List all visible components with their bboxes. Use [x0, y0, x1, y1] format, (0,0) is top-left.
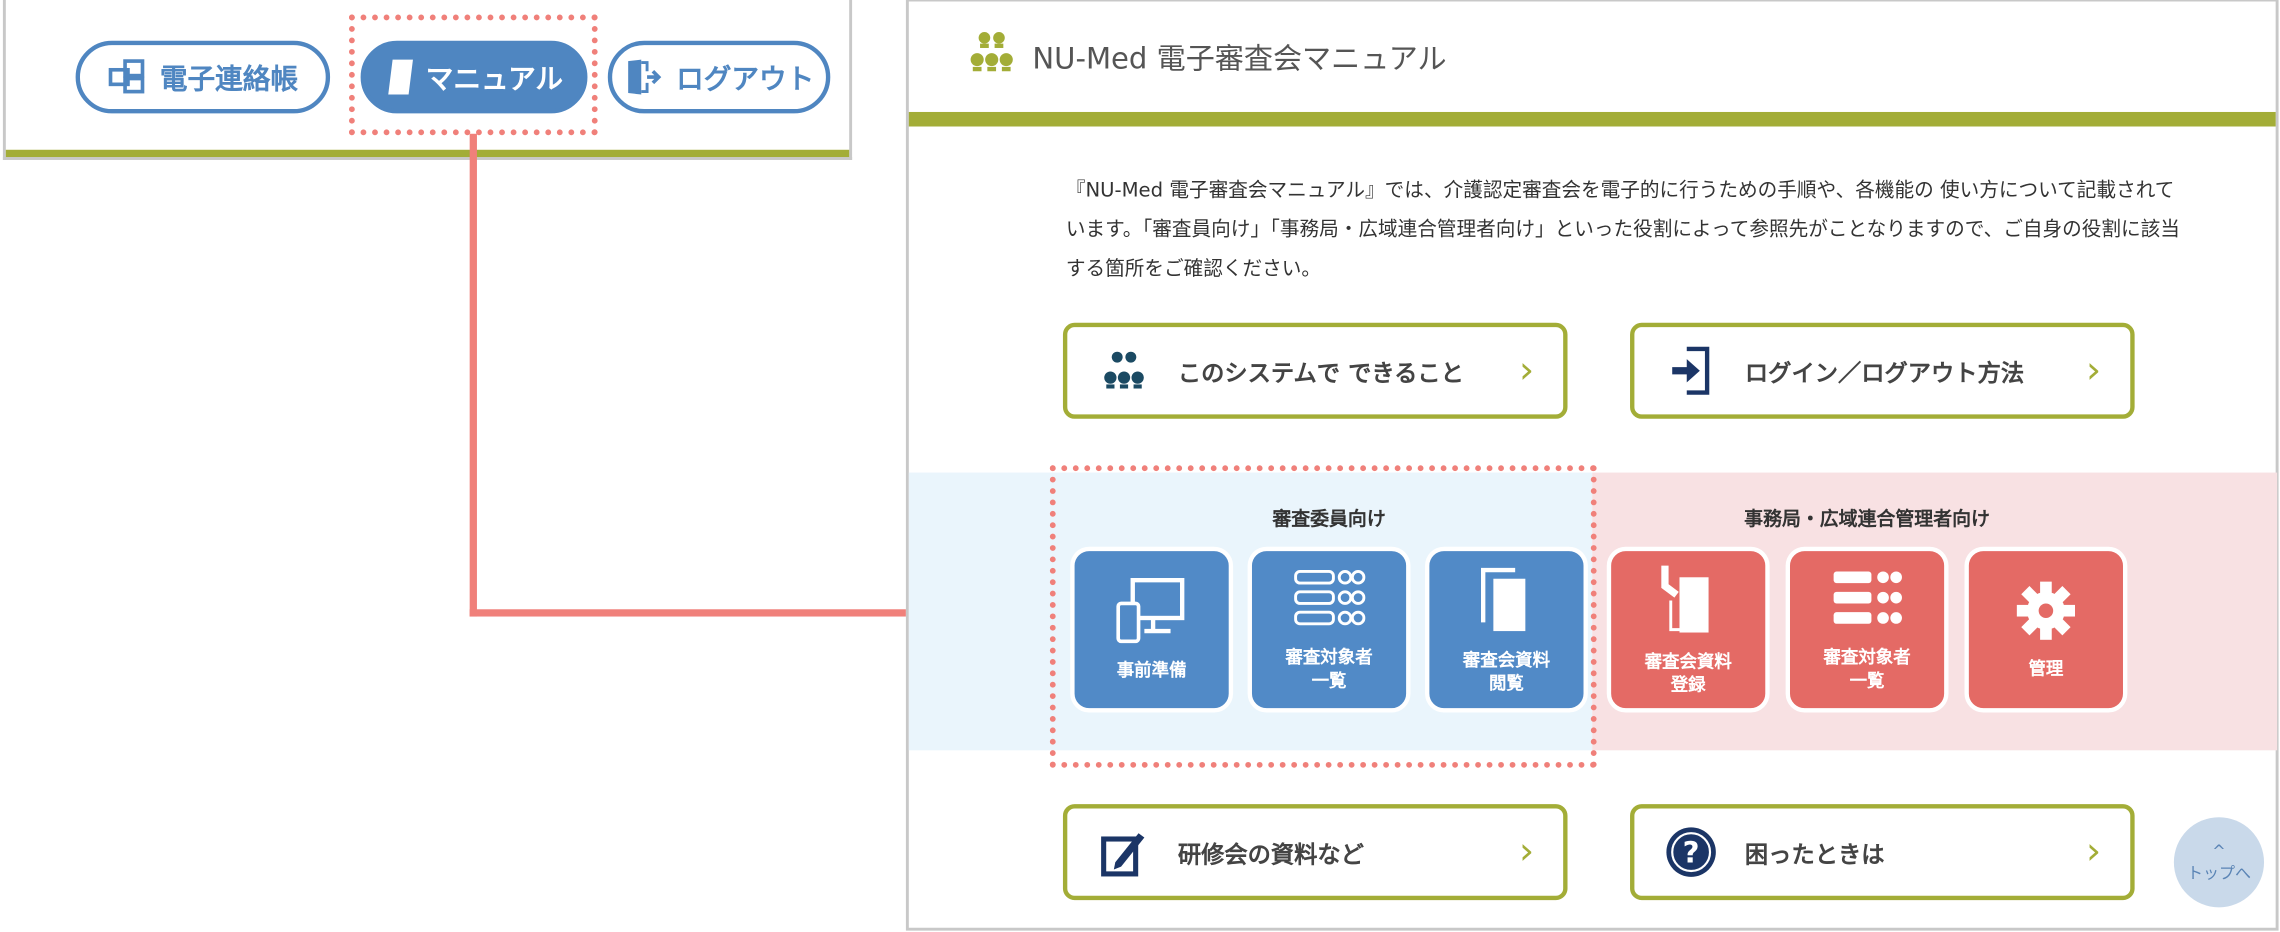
what-system-can-do-label: このシステムで できること: [1177, 359, 1464, 387]
book-icon: [387, 59, 413, 95]
page-title: NU-Med 電子審査会マニュアル: [1032, 40, 1447, 76]
devices-icon: [1116, 578, 1185, 644]
tile-management[interactable]: 管理: [1965, 548, 2126, 712]
chat-icon: [108, 59, 145, 94]
tile-label: 事前準備: [1116, 660, 1187, 681]
manual-button[interactable]: マニュアル: [360, 40, 588, 114]
manual-label: マニュアル: [425, 63, 564, 96]
tile-admin-reviewee-list[interactable]: 審査対象者 一覧: [1787, 548, 1948, 712]
annotation-arrow-line: [469, 133, 477, 617]
list-icon: [1294, 570, 1366, 626]
logout-label: ログアウト: [676, 63, 815, 96]
annotation-arrow-line: [469, 609, 1030, 617]
tile-label: 審査会資料: [1462, 649, 1551, 671]
contact-book-button[interactable]: 電子連絡帳: [75, 40, 331, 114]
svg-text:?: ?: [1683, 835, 1700, 869]
login-logout-howto-button[interactable]: ログイン／ログアウト方法 ›: [1630, 322, 2135, 419]
tile-label: 一覧: [1849, 670, 1885, 691]
training-materials-label: 研修会の資料など: [1177, 840, 1364, 869]
logout-button[interactable]: ログアウト: [607, 40, 831, 114]
intro-text: 『NU-Med 電子審査会マニュアル』では、介護認定審査会を電子的に行うための手…: [1065, 178, 2180, 281]
help-button[interactable]: ? 困ったときは ›: [1630, 804, 2135, 901]
login-logout-howto-label: ログイン／ログアウト方法: [1744, 359, 2025, 387]
admins-heading: 事務局・広域連合管理者向け: [1744, 508, 1990, 531]
training-materials-button[interactable]: 研修会の資料など ›: [1062, 804, 1568, 901]
header-divider: [5, 149, 850, 158]
tile-label: 閲覧: [1488, 673, 1524, 694]
chevron-right-icon: ›: [2086, 348, 2102, 393]
contact-book-label: 電子連絡帳: [159, 63, 299, 96]
tile-label: 一覧: [1311, 670, 1347, 691]
reviewers-heading: 審査委員向け: [1272, 508, 1386, 531]
gear-icon: [2016, 581, 2076, 640]
title-divider: [908, 111, 2276, 127]
door-exit-icon: [628, 59, 662, 95]
what-system-can-do-button[interactable]: このシステムで できること ›: [1062, 322, 1568, 419]
tile-reviewee-list[interactable]: 審査対象者 一覧: [1249, 548, 1410, 712]
list-icon: [1833, 571, 1902, 624]
tile-label: 審査対象者: [1285, 647, 1373, 668]
back-to-top-label: トップへ: [2186, 863, 2251, 882]
chevron-right-icon: ›: [1518, 348, 1535, 393]
members-logo-icon: [970, 31, 1013, 72]
help-label: 困ったときは: [1744, 840, 1885, 869]
login-icon: [1672, 346, 1710, 395]
upload-document-icon: [1661, 565, 1709, 633]
edit-icon: [1101, 833, 1145, 877]
tile-label: 登録: [1670, 674, 1706, 696]
highlight-manual-button: [348, 14, 598, 136]
question-icon: ?: [1666, 827, 1716, 877]
chevron-right-icon: ›: [2086, 830, 2102, 874]
tile-label: 審査会資料: [1644, 651, 1732, 672]
back-to-top-button[interactable]: ^ トップへ: [2173, 817, 2265, 908]
tile-preparation[interactable]: 事前準備: [1071, 548, 1232, 712]
tile-register-documents[interactable]: 審査会資料 登録: [1608, 548, 1769, 712]
tile-view-documents[interactable]: 審査会資料 閲覧: [1426, 548, 1587, 712]
chevron-right-icon: ›: [1518, 830, 1535, 874]
highlight-reviewers-section: [1049, 465, 1597, 768]
members-icon: [1104, 351, 1144, 389]
caret-up-icon: ^: [2212, 841, 2226, 861]
documents-icon: [1481, 567, 1526, 632]
tile-label: 審査対象者: [1823, 647, 1911, 668]
tile-label: 管理: [2028, 658, 2064, 680]
